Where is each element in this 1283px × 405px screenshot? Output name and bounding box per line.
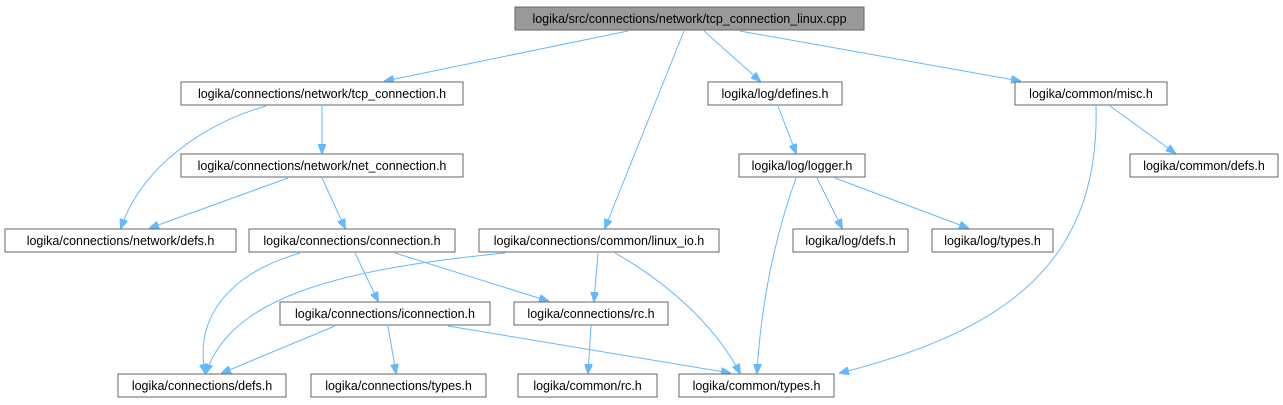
edge-log-defines-h-to-log-logger-h [777, 105, 796, 153]
edge-log-logger-h-to-log-types-h [834, 177, 968, 228]
edge-common-misc-h-to-common-defs-h [1109, 105, 1175, 153]
node-common-rc-h[interactable]: logika/common/rc.h [517, 373, 658, 398]
svg-text:logika/common/defs.h: logika/common/defs.h [1143, 159, 1265, 173]
node-log-defines-h[interactable]: logika/log/defines.h [707, 81, 843, 106]
node-connections-rc-h[interactable]: logika/connections/rc.h [513, 301, 669, 326]
svg-text:logika/common/rc.h: logika/common/rc.h [533, 379, 641, 393]
node-log-types-h[interactable]: logika/log/types.h [931, 228, 1054, 253]
svg-text:logika/connections/rc.h: logika/connections/rc.h [527, 307, 654, 321]
node-log-logger-h[interactable]: logika/log/logger.h [738, 153, 866, 178]
svg-text:logika/connections/common/linu: logika/connections/common/linux_io.h [494, 234, 705, 248]
node-connection-h[interactable]: logika/connections/connection.h [248, 228, 456, 253]
edge-connection-h-to-iconnection-h [354, 252, 378, 301]
edge-root-to-linux-io-h [605, 30, 685, 228]
node-network-defs-h[interactable]: logika/connections/network/defs.h [4, 228, 237, 253]
node-tcp-connection-h[interactable]: logika/connections/network/tcp_connectio… [180, 81, 464, 106]
edge-linux-io-h-to-connections-defs-h [206, 252, 506, 373]
edge-log-logger-h-to-common-types-h [757, 177, 797, 373]
edge-iconnection-h-to-connections-types-h [387, 325, 396, 373]
node-net-connection-h[interactable]: logika/connections/network/net_connectio… [180, 153, 464, 178]
node-linux-io-h[interactable]: logika/connections/common/linux_io.h [478, 228, 720, 253]
node-connections-types-h[interactable]: logika/connections/types.h [310, 373, 487, 398]
svg-text:logika/log/defines.h: logika/log/defines.h [721, 87, 828, 101]
node-connections-defs-h[interactable]: logika/connections/defs.h [117, 373, 287, 398]
svg-text:logika/src/connections/network: logika/src/connections/network/tcp_conne… [532, 12, 846, 26]
edge-tcp-connection-h-to-network-defs-h [121, 105, 267, 228]
svg-text:logika/common/misc.h: logika/common/misc.h [1029, 87, 1153, 101]
edge-connections-rc-h-to-common-rc-h [588, 325, 591, 373]
edge-connection-h-to-connections-defs-h [203, 252, 301, 373]
svg-text:logika/connections/network/def: logika/connections/network/defs.h [27, 234, 215, 248]
edge-common-misc-h-to-common-types-h [840, 105, 1097, 373]
node-iconnection-h[interactable]: logika/connections/iconnection.h [279, 301, 491, 326]
edge-iconnection-h-to-connections-defs-h [222, 325, 336, 373]
svg-text:logika/common/types.h: logika/common/types.h [693, 379, 821, 393]
edge-log-logger-h-to-log-defs-h [816, 177, 842, 228]
svg-text:logika/log/defs.h: logika/log/defs.h [805, 234, 895, 248]
node-common-defs-h[interactable]: logika/common/defs.h [1129, 153, 1279, 178]
edge-root-to-common-misc-h [739, 30, 1020, 81]
edge-root-to-tcp-connection-h [385, 30, 629, 81]
edge-connection-h-to-connections-rc-h [394, 252, 548, 301]
edge-linux-io-h-to-common-types-h [614, 252, 740, 373]
edge-linux-io-h-to-connections-rc-h [594, 252, 598, 301]
edge-net-connection-h-to-connection-h [321, 177, 345, 228]
edge-root-to-log-defines-h [703, 30, 760, 81]
svg-text:logika/log/logger.h: logika/log/logger.h [752, 159, 853, 173]
svg-text:logika/connections/types.h: logika/connections/types.h [325, 379, 472, 393]
node-common-misc-h[interactable]: logika/common/misc.h [1014, 81, 1168, 106]
edge-net-connection-h-to-network-defs-h [150, 177, 289, 228]
node-common-types-h[interactable]: logika/common/types.h [678, 373, 835, 398]
svg-text:logika/connections/connection.: logika/connections/connection.h [263, 234, 440, 248]
svg-text:logika/connections/network/tcp: logika/connections/network/tcp_connectio… [198, 87, 446, 101]
svg-text:logika/connections/iconnection: logika/connections/iconnection.h [295, 307, 475, 321]
node-log-defs-h[interactable]: logika/log/defs.h [792, 228, 909, 253]
svg-text:logika/log/types.h: logika/log/types.h [944, 234, 1041, 248]
svg-text:logika/connections/defs.h: logika/connections/defs.h [132, 379, 272, 393]
node-root[interactable]: logika/src/connections/network/tcp_conne… [514, 6, 865, 31]
svg-text:logika/connections/network/net: logika/connections/network/net_connectio… [198, 159, 447, 173]
